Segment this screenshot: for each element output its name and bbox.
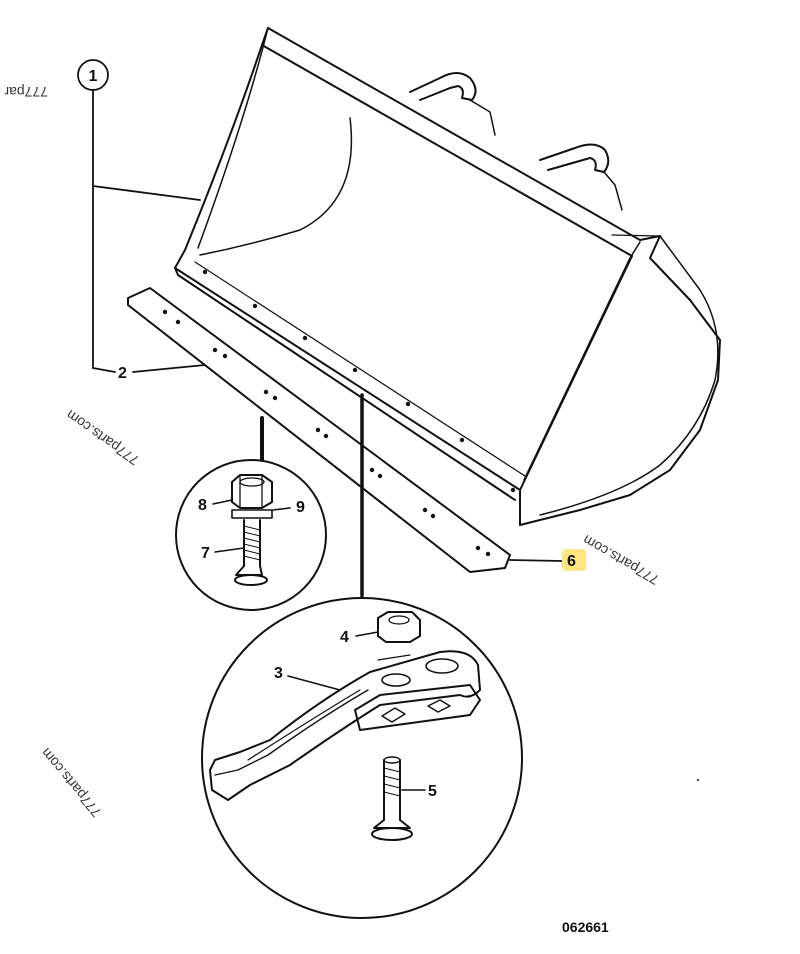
callout-1: 1 <box>77 59 109 91</box>
callout-3-label: 3 <box>274 665 283 682</box>
callout-1-label: 1 <box>89 68 98 85</box>
drawing-number: 062661 <box>562 919 609 935</box>
callout-6-label: 6 <box>567 553 576 570</box>
callout-8-label: 8 <box>198 497 207 514</box>
callout-9-label: 9 <box>296 499 305 516</box>
detail-connectors <box>260 393 364 598</box>
callout-5-label: 5 <box>428 783 437 800</box>
watermark-left-mid: 777parts.com <box>63 407 142 469</box>
watermark-left-low: 777parts.com <box>38 745 105 820</box>
callout-7-label: 7 <box>201 545 210 562</box>
callout-6: 6 <box>562 549 586 571</box>
callout-2-label: 2 <box>118 365 127 382</box>
callout-4-label: 4 <box>340 629 349 646</box>
cutting-edge-blade <box>127 287 511 573</box>
watermark-right-mid: 777parts.com <box>580 532 661 588</box>
bolt-detail-circle <box>175 459 327 611</box>
bucket <box>174 27 721 526</box>
tooth-detail-circle <box>201 597 523 919</box>
leader-lines <box>92 89 563 562</box>
watermark-top-left: 777par <box>4 84 48 100</box>
